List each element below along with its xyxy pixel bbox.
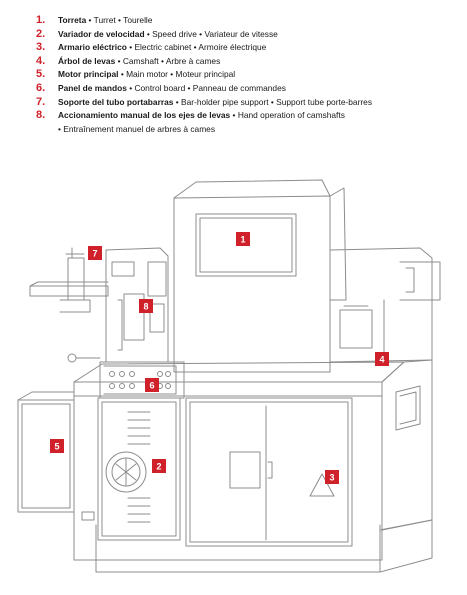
svg-text:7: 7 [92,249,97,259]
legend-item-5: 5. Motor principal • Main motor • Moteur… [36,68,456,82]
legend-number: 7. [36,95,46,108]
callout-badge-2: 2 [152,459,166,473]
camshaft-housing [329,247,433,363]
legend-number: 6. [36,81,46,94]
bar-holder-pipe [29,285,109,297]
callout-badge-7: 7 [88,246,102,260]
legend-translations: • Main motor • Moteur principal [118,69,236,80]
camshaft [339,309,373,349]
legend-number: 5. [36,68,46,81]
parts-legend: 1. Torreta • Turret • Tourelle 2. Variad… [36,14,456,136]
legend-item-6: 6. Panel de mandos • Control board • Pan… [36,82,456,96]
speed-drive-fan [105,451,147,493]
legend-term-es: Accionamiento manual de los ejes de leva… [58,110,231,121]
legend-item-8-continuation: • Entraînement manuel de arbres à cames [58,123,216,134]
callout-badge-4: 4 [375,352,389,366]
svg-text:4: 4 [379,355,384,365]
legend-term-es: Panel de mandos [58,82,127,93]
machine-base-skid [95,524,381,573]
svg-text:2: 2 [156,462,161,472]
legend-number: 3. [36,41,46,54]
callout-badge-8: 8 [139,299,153,313]
legend-term-es: Armario eléctrico [58,42,127,53]
legend-translations: • Electric cabinet • Armoire électrique [126,42,267,53]
legend-translations: • Hand operation of camshafts [230,110,345,121]
bar-holder-support [67,257,85,301]
legend-translations: • Camshaft • Arbre à cames [115,55,221,66]
callout-badge-5: 5 [50,439,64,453]
turret-enclosure [173,195,331,373]
legend-item-4: 4. Árbol de levas • Camshaft • Arbre à c… [36,55,456,69]
legend-item-3: 3. Armario eléctrico • Electric cabinet … [36,41,456,55]
legend-item-1: 1. Torreta • Turret • Tourelle [36,14,456,28]
main-motor-cabinet [17,399,75,513]
legend-translations: • Bar-holder pipe support • Support tube… [173,96,373,107]
svg-text:6: 6 [149,381,154,391]
legend-item-2: 2. Variador de velocidad • Speed drive •… [36,28,456,42]
callout-badge-3: 3 [325,470,339,484]
electric-cabinet [185,397,353,547]
svg-text:5: 5 [54,442,59,452]
legend-number: 4. [36,54,46,67]
legend-number: 2. [36,27,46,40]
legend-translations: • Turret • Tourelle [86,15,153,25]
svg-text:1: 1 [240,235,245,245]
legend-item-7: 7. Soporte del tubo portabarras • Bar-ho… [36,96,456,110]
svg-text:8: 8 [143,302,148,312]
legend-translations: • Control board • Panneau de commandes [126,82,286,93]
legend-term-es: Árbol de levas [58,55,116,66]
control-board [99,361,185,399]
legend-term-es: Variador de velocidad [58,28,145,39]
legend-item-8: 8. Accionamiento manual de los ejes de l… [36,109,456,123]
callout-badge-1: 1 [236,232,250,246]
legend-translations: • Speed drive • Variateur de vitesse [144,28,278,39]
legend-term-es: Torreta [58,15,87,25]
svg-text:3: 3 [329,473,334,483]
headstock [105,247,169,363]
speed-drive-panel [97,397,181,541]
legend-number: 8. [36,109,46,122]
callout-badge-6: 6 [145,378,159,392]
legend-term-es: Soporte del tubo portabarras [58,96,174,107]
legend-term-es: Motor principal [58,69,119,80]
legend-number: 1. [36,14,46,26]
